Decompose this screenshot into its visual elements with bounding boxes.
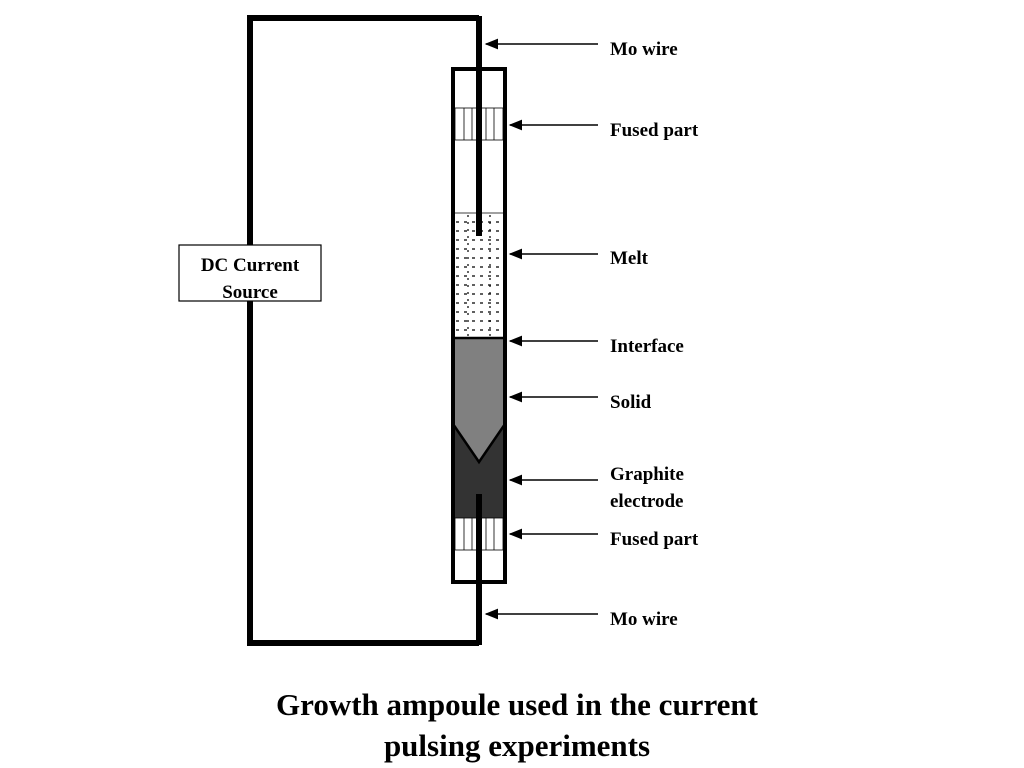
caption-line2: pulsing experiments (383, 728, 651, 763)
dc-current-source: DC Current Source (178, 244, 322, 303)
circuit-wire (247, 15, 479, 646)
source-line1: DC Current (201, 255, 300, 276)
label-melt: Melt (610, 248, 649, 269)
label-mo-wire-top: Mo wire (610, 39, 678, 60)
source-line2: Source (222, 282, 278, 303)
label-fused-part-top: Fused part (610, 120, 699, 141)
label-mo-wire-bottom: Mo wire (610, 609, 678, 630)
label-solid: Solid (610, 392, 652, 413)
label-interface: Interface (610, 336, 684, 357)
label-graphite-line2: electrode (610, 491, 684, 512)
label-fused-part-bottom: Fused part (610, 529, 699, 550)
caption-line1: Growth ampoule used in the current (276, 687, 758, 722)
figure-caption: Growth ampoule used in the current pulsi… (5, 684, 1024, 766)
label-graphite-line1: Graphite (610, 464, 684, 485)
